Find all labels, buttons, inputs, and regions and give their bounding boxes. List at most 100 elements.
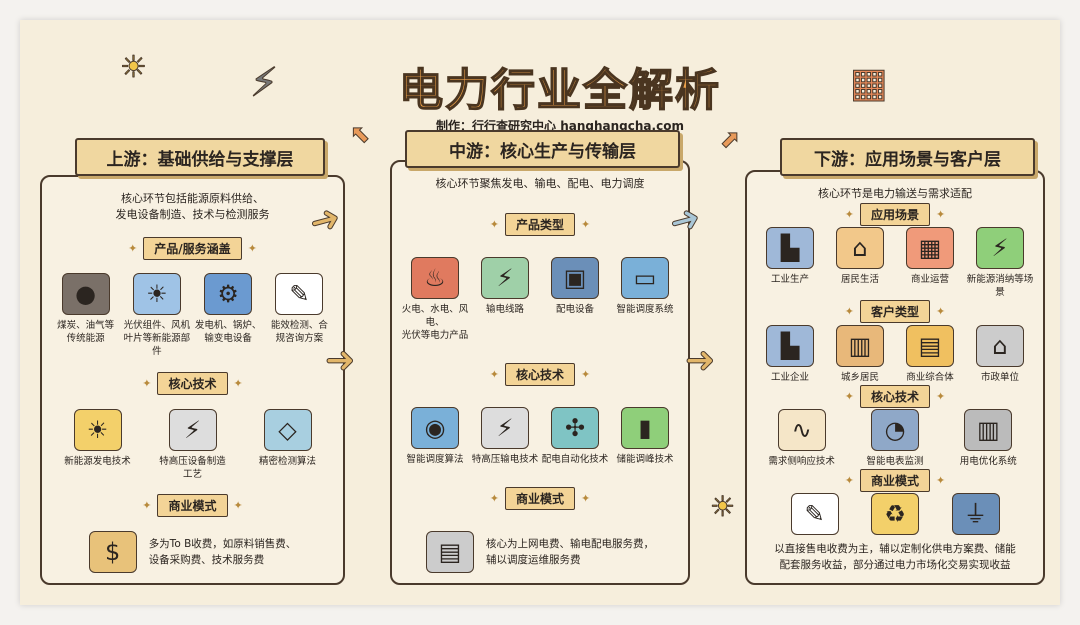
- item-row: ∿ 需求侧响应技术 ◔智能电表监测 ▥用电优化系统: [755, 408, 1035, 468]
- list-item: ∿ 需求侧响应技术: [767, 408, 837, 468]
- section-header: ✦产品/服务涵盖✦: [128, 236, 257, 260]
- item-row: ♨火电、水电、风电、 光伏等电力产品⚡输电线路▣配电设备▭智能调度系统: [400, 257, 680, 342]
- item-label: 商业运营: [910, 274, 949, 286]
- section-title: 应用场景: [859, 203, 930, 227]
- section-header: ✦核心技术✦: [490, 363, 590, 386]
- item-label: 精密检测算法: [258, 455, 316, 467]
- item-label: 需求侧响应技术: [768, 455, 835, 467]
- list-item: ◇ 精密检测算法: [252, 408, 323, 481]
- item-label: 特高压输电技术: [471, 454, 539, 465]
- list-item: ♨火电、水电、风电、 光伏等电力产品: [400, 257, 470, 342]
- ornament-icon: ✦: [489, 218, 499, 231]
- item-label: 配电设备: [555, 304, 594, 315]
- ornament-icon: ✦: [936, 208, 946, 222]
- store-icon: ▤: [906, 324, 954, 367]
- ornament-icon: ✦: [844, 208, 854, 222]
- business-model: ▤核心为上网电费、输电配电服务费， 辅以调度运维服务费: [426, 531, 654, 573]
- section-header: ✦客户类型✦: [844, 300, 945, 324]
- pylon-icon: ⚡: [481, 407, 529, 449]
- factory-icon: ▙: [766, 324, 814, 367]
- list-item: ▥城乡居民: [825, 324, 895, 384]
- list-item: ▤ 商业综合体: [895, 324, 965, 384]
- section-title: 核心技术: [859, 384, 930, 408]
- ornament-icon: ✦: [247, 241, 257, 255]
- item-label: 智能调度系统: [616, 304, 674, 315]
- ornament-icon: ✦: [142, 376, 152, 390]
- upstream-banner: 上游：基础供给与支撑层: [75, 138, 325, 176]
- flow-arrow-icon: ⬉: [349, 120, 371, 149]
- ornament-icon: ✦: [233, 499, 243, 513]
- list-item: ◉智能调度算法: [400, 407, 470, 466]
- flow-arrow-icon: ⬈: [719, 125, 741, 154]
- list-item: ▙工业生产: [755, 227, 825, 299]
- item-label: 光伏组件、风机 叶片等新能源部件: [123, 320, 191, 358]
- upstream-intro: 核心环节包括能源原料供给、 发电设备制造、技术与检测服务: [115, 192, 270, 221]
- list-item: ⚡新能源消纳等场景: [965, 227, 1035, 299]
- downstream-panel: 核心环节是电力输送与需求适配 ✦ 应用场景 ✦ ▙工业生产 ⌂ 居民生活 ▦ 商业运营 ⚡新能源消…: [745, 170, 1045, 585]
- list-item: ● 煤炭、油气等 传统能源: [50, 273, 121, 358]
- list-item: ◔智能电表监测: [860, 408, 930, 468]
- list-item: ✣配电自动化技术: [540, 407, 610, 466]
- ornament-icon: ✦: [844, 305, 854, 319]
- section-title: 产品/服务涵盖: [143, 236, 242, 260]
- item-label: 特高压设备制造工艺: [159, 455, 226, 480]
- section-title: 产品类型: [504, 213, 575, 236]
- ornament-icon: ✦: [844, 473, 854, 487]
- item-row: ▙ 工业企业 ▥城乡居民 ▤ 商业综合体 ⌂ 市政单位: [755, 324, 1035, 384]
- ornament-icon: ✦: [489, 492, 499, 505]
- section-header: ✦ 商业模式 ✦: [490, 487, 590, 510]
- government-icon: ⌂: [976, 324, 1024, 367]
- item-label: 智能调度算法: [406, 454, 464, 465]
- downstream-intro: 核心环节是电力输送与需求适配: [818, 187, 972, 200]
- item-label: 能效检测、合 规咨询方案: [270, 320, 328, 345]
- item-row: ◉智能调度算法⚡特高压输电技术✣配电自动化技术▮储能调峰技术: [400, 407, 680, 466]
- list-item: ▥用电优化系统: [953, 408, 1023, 468]
- page-title: 电力行业全解析: [398, 64, 721, 117]
- ornament-icon: ✦: [581, 218, 591, 231]
- list-item: ✎ 能效检测、合 规咨询方案: [264, 273, 335, 358]
- renewable-icon: ☀: [73, 408, 122, 451]
- demand-chart-icon: ∿: [777, 408, 826, 451]
- item-label: 市政单位: [980, 371, 1019, 383]
- list-item: ▙ 工业企业: [755, 324, 825, 384]
- list-item: ☀新能源发电技术: [62, 408, 133, 481]
- item-row: ▙工业生产 ⌂ 居民生活 ▦ 商业运营 ⚡新能源消纳等场景: [755, 227, 1035, 299]
- item-label: 工业企业: [770, 371, 809, 383]
- pylon-icon: ⚡: [249, 60, 279, 107]
- item-label: 火电、水电、风电、 光伏等电力产品: [401, 304, 469, 341]
- section-title: 商业模式: [504, 487, 575, 510]
- section-header: ✦ 产品类型 ✦: [490, 213, 590, 236]
- ev-charger-icon: ⚡: [976, 227, 1024, 270]
- business-text: 多为To B收费，如原料销售费、 设备采购费、技术服务费: [148, 537, 297, 566]
- business-model: $ 多为To B收费，如原料销售费、 设备采购费、技术服务费: [88, 530, 297, 573]
- item-row: ☀新能源发电技术 ⚡特高压设备制造工艺 ◇ 精密检测算法: [50, 408, 335, 481]
- list-item: ▦ 商业运营: [895, 227, 965, 299]
- money-cycle-icon: ♻: [871, 493, 919, 535]
- item-label: 城乡居民: [840, 371, 879, 383]
- flowchart-icon: ◇: [263, 408, 312, 451]
- mall-icon: ▦: [906, 227, 954, 270]
- ornament-icon: ✦: [489, 368, 499, 381]
- midstream-intro: 核心环节聚焦发电、输电、配电、电力调度: [435, 177, 645, 190]
- ornament-icon: ✦: [936, 389, 946, 403]
- item-row: ●煤炭、油气等 传统能源☀光伏组件、风机 叶片等新能源部件⚙发电机、锅炉、 输变…: [50, 273, 335, 358]
- item-label: 煤炭、油气等 传统能源: [57, 320, 115, 345]
- list-item: ⚡特高压设备制造工艺: [157, 408, 228, 481]
- ornament-icon: ✦: [936, 473, 946, 487]
- coal-oil-icon: ●: [61, 273, 110, 316]
- house-icon: ⌂: [836, 227, 884, 270]
- list-item: ⌂ 居民生活: [825, 227, 895, 299]
- ornament-icon: ✦: [581, 368, 591, 381]
- contract-icon: ✎: [790, 493, 839, 535]
- transmission-line-icon: ⚡: [481, 257, 529, 299]
- test-report-icon: ✎: [275, 273, 324, 316]
- business-deal-icon: $: [88, 530, 137, 573]
- midstream-banner: 中游：核心生产与传输层: [405, 130, 680, 168]
- ornament-icon: ✦: [581, 492, 591, 505]
- battery-icon: ▮: [621, 407, 669, 449]
- item-label: 居民生活: [840, 274, 879, 286]
- item-label: 配电自动化技术: [541, 454, 609, 465]
- business-model: ✎♻⏚以直接售电收费为主，辅以定制化供电方案费、储能 配套服务收益，部分通过电力…: [774, 493, 1016, 573]
- cash-register-icon: ▤: [426, 531, 474, 573]
- item-label: 商业综合体: [906, 371, 954, 383]
